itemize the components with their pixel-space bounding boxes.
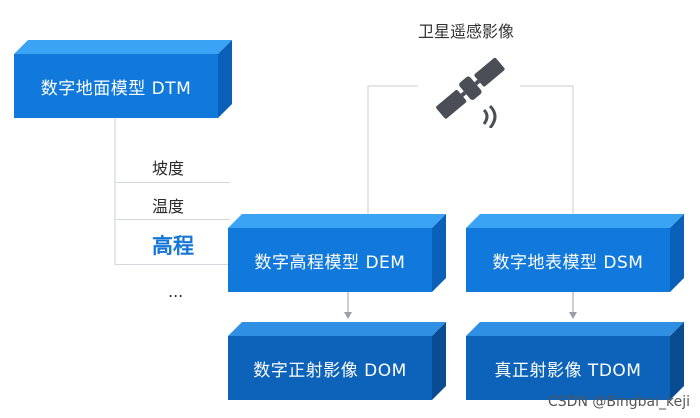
divider [115, 264, 230, 265]
tdom-label: 真正射影像 TDOM [466, 336, 670, 400]
dtm-box: 数字地面模型 DTM [14, 40, 232, 118]
satellite-title: 卫星遥感影像 [418, 22, 515, 41]
dom-box: 数字正射影像 DOM [228, 322, 446, 400]
dsm-label: 数字地表模型 DSM [466, 228, 670, 292]
satellite-icon [436, 57, 505, 128]
dtm-item-elevation: 高程 [152, 234, 194, 258]
dem-label: 数字高程模型 DEM [228, 228, 432, 292]
dtm-item-more: ... [168, 282, 184, 301]
divider [115, 219, 230, 220]
tdom-box: 真正射影像 TDOM [466, 322, 684, 400]
dtm-item-temperature: 温度 [152, 197, 185, 216]
satellite-to-dsm-line [520, 85, 574, 232]
dtm-label: 数字地面模型 DTM [14, 54, 218, 118]
satellite-to-dem-line [367, 85, 418, 232]
dem-box: 数字高程模型 DEM [228, 214, 446, 292]
dem-to-dom-arrowhead [344, 312, 352, 319]
dtm-item-slope: 坡度 [152, 159, 185, 178]
watermark: CSDN @Bingbai_keji [548, 394, 690, 410]
dsm-to-tdom-arrowhead [569, 312, 577, 319]
divider [115, 182, 230, 183]
dsm-box: 数字地表模型 DSM [466, 214, 684, 292]
dom-label: 数字正射影像 DOM [228, 336, 432, 400]
